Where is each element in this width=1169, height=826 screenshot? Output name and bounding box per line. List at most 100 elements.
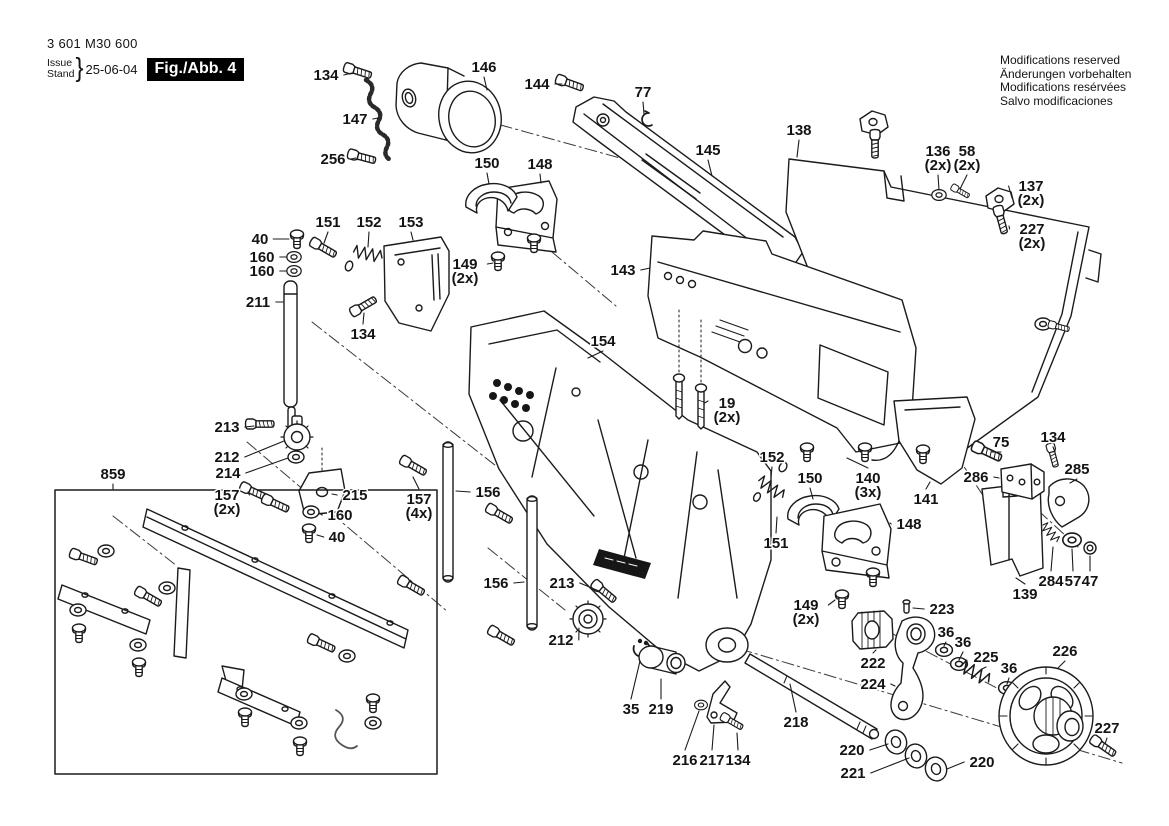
callout-75: 75 — [993, 434, 1010, 451]
callout-150: 150 — [474, 155, 499, 172]
leader-line-77 — [642, 101, 645, 115]
leader-line-136 — [937, 174, 940, 191]
part-218-shaft — [744, 653, 880, 740]
leader-line-157 — [247, 491, 250, 496]
callout-226: 226 — [1052, 643, 1077, 660]
callout-160: 160 — [249, 263, 274, 280]
callout-35: 35 — [623, 701, 640, 718]
callout-148: 148 — [527, 156, 552, 173]
leader-line-285 — [1069, 478, 1078, 484]
callout-157-qty: (4x) — [406, 505, 433, 522]
leader-line-256 — [350, 157, 357, 160]
part-226-handwheel — [998, 666, 1094, 766]
part-152-spring-right — [752, 461, 788, 503]
leader-line-218 — [789, 683, 797, 713]
part-859-kit-box — [54, 489, 438, 775]
callout-160: 160 — [327, 507, 352, 524]
callout-148: 148 — [896, 516, 921, 533]
callout-36: 36 — [938, 624, 955, 641]
leader-line-140 — [846, 457, 869, 469]
grip-holes — [489, 379, 534, 412]
part-212-gear-left — [280, 415, 314, 454]
leader-line-223 — [912, 607, 925, 610]
leader-line-139 — [1015, 577, 1026, 585]
part-224-lever-cam — [890, 616, 936, 721]
part-19-screws — [672, 307, 708, 430]
callout-157: 157 — [214, 487, 239, 504]
callout-40: 40 — [329, 529, 346, 546]
leader-line-213 — [244, 425, 255, 428]
callout-141: 141 — [913, 491, 938, 508]
callout-134: 134 — [350, 326, 376, 343]
leader-line-216 — [684, 710, 700, 751]
callout-136-qty: (2x) — [925, 157, 952, 174]
callout-40: 40 — [252, 231, 269, 248]
part-156-rods — [442, 441, 538, 631]
callout-284: 284 — [1038, 573, 1064, 590]
part-146-dust-adapter — [395, 62, 502, 154]
leader-line-157 — [412, 476, 420, 490]
leader-line-149 — [827, 599, 836, 606]
leader-line-154 — [587, 350, 604, 359]
modification-notices: Modifications reserved Änderungen vorbeh… — [1000, 53, 1132, 108]
part-141-plate — [871, 396, 976, 485]
notice-line: Änderungen vorbehalten — [1000, 66, 1132, 81]
callout-139: 139 — [1012, 586, 1037, 603]
leader-line-36 — [958, 651, 964, 661]
leader-line-286 — [993, 476, 1000, 479]
callout-36: 36 — [955, 634, 972, 651]
part-147-chain — [363, 77, 392, 162]
callout-221: 221 — [840, 765, 865, 782]
callout-227: 227 — [1019, 221, 1044, 238]
callout-58: 58 — [959, 143, 976, 160]
leader-line-156 — [513, 581, 525, 584]
leader-line-137 — [1008, 185, 1013, 199]
leader-line-152 — [770, 466, 773, 478]
part-284-spring — [1039, 521, 1062, 545]
part-137-clamps — [859, 110, 1015, 213]
part-136-washer — [931, 188, 947, 202]
callout-144: 144 — [524, 76, 550, 93]
leader-line-217 — [711, 724, 715, 751]
callout-212: 212 — [548, 632, 573, 649]
callout-227: 227 — [1094, 720, 1119, 737]
callout-58-qty: (2x) — [954, 157, 981, 174]
leader-line-220 — [869, 743, 889, 751]
callout-223: 223 — [929, 601, 954, 618]
leader-line-36 — [1006, 677, 1010, 685]
leader-line-214 — [245, 457, 289, 474]
part-143-housing — [647, 230, 917, 453]
issue-date: 25-06-04 — [85, 61, 138, 77]
part-216-washer — [694, 699, 708, 711]
part-217-lever — [706, 680, 738, 724]
leader-line-35 — [630, 660, 641, 700]
leader-line-147 — [372, 117, 379, 120]
callout-149: 149 — [452, 256, 477, 273]
leader-line-213 — [579, 582, 600, 592]
part-77-clip — [641, 110, 653, 127]
callout-134: 134 — [725, 752, 751, 769]
leader-line-148 — [889, 522, 892, 525]
part-145-arm — [572, 96, 804, 269]
leader-line-227 — [1104, 737, 1108, 745]
callout-216: 216 — [672, 752, 697, 769]
callout-137: 137 — [1018, 178, 1043, 195]
leader-line-141 — [925, 481, 931, 490]
leader-line-212 — [244, 440, 285, 458]
callout-137-qty: (2x) — [1018, 192, 1045, 209]
part-47-nut — [1083, 541, 1097, 555]
callout-145: 145 — [695, 142, 720, 159]
part-285-cover — [1047, 478, 1090, 528]
part-215-bracket — [298, 445, 346, 516]
issue-stand-label: Issue Stand — [47, 57, 75, 80]
callout-218: 218 — [783, 714, 808, 731]
part-150-insert-top — [465, 182, 518, 214]
leader-line-284 — [1050, 546, 1054, 572]
leader-line-227 — [1008, 225, 1011, 230]
title-block: 3 601 M30 600 Issue Stand } 25-06-04 Fig… — [47, 36, 245, 83]
callout-220: 220 — [839, 742, 864, 759]
part-148-bracket-right — [821, 503, 892, 579]
callout-143: 143 — [610, 262, 635, 279]
